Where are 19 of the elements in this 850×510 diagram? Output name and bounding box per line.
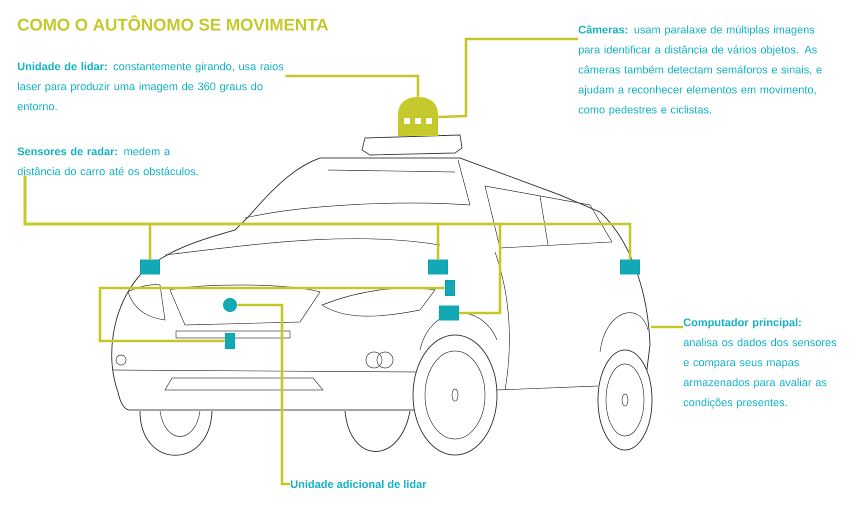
sensor-box <box>439 306 459 320</box>
leader-line <box>237 304 290 486</box>
callout-text: Câmeras: usam paralaxe de múltiplas imagens para identificar a distância de vários objetos. As câmeras também detectam semáforos e sinais, e ajudam a reconhecer elementos em movimento, como pedestres e ciclistas. <box>578 25 822 116</box>
sensor-box <box>225 333 235 349</box>
leader-line <box>651 326 683 328</box>
sensor-dot <box>223 298 237 312</box>
leader-line <box>24 175 502 314</box>
lidar-dome <box>398 97 438 136</box>
sensor-box <box>445 280 455 296</box>
leader-line <box>285 74 420 97</box>
sensor-box <box>140 260 160 274</box>
callout-text: Sensores de radar: medem a distância do carro até os obstáculos. <box>18 147 198 176</box>
callout-text: Computador principal: analisa os dados dos sensores e compara seus mapas armazenados para avaliar as condições presentes. <box>684 318 836 408</box>
sensor-box <box>428 260 448 274</box>
callout-text: Unidade adicional de lidar <box>290 480 426 488</box>
title: COMO O AUTÔNOMO SE MOVIMENTA <box>18 15 328 31</box>
callout-text: Unidade de lidar: constantemente girando, usa raios laser para produzir uma imagem de 360 graus do entorno. <box>18 62 284 110</box>
leader-line <box>438 38 578 118</box>
sensor-box <box>620 260 640 274</box>
